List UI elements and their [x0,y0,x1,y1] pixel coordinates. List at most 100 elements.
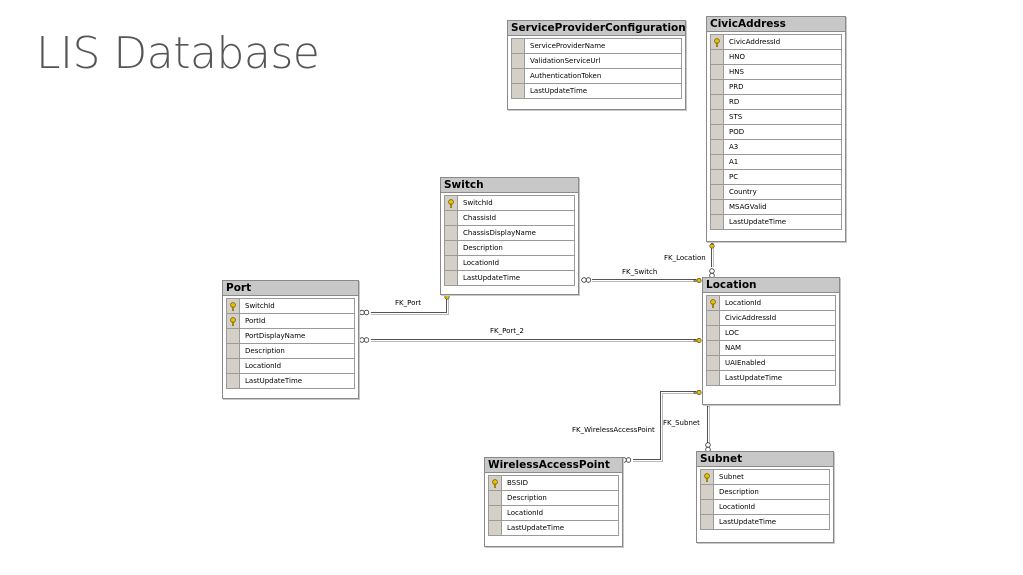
fk-port-infinity-icon [359,309,370,316]
column-row[interactable]: LocationId [707,296,835,311]
row-selector [711,155,724,169]
primary-key-icon [230,316,236,326]
column-row[interactable]: LocationId [489,506,618,521]
column-row[interactable]: NAM [707,341,835,356]
column-name: NAM [725,344,742,352]
column-row[interactable]: MSAGValid [711,200,841,215]
fk-port-line [371,295,447,313]
fk-switch-key-end-icon [693,277,702,283]
column-row[interactable]: LastUpdateTime [711,215,841,230]
column-row[interactable]: HNO [711,50,841,65]
row-selector [711,35,724,49]
fk-switch-label: FK_Switch [622,268,657,276]
table-port[interactable]: Port SwitchId PortId PortDisplayName Des… [222,280,359,399]
table-switch[interactable]: Switch SwitchId ChassisId ChassisDisplay… [440,177,579,295]
table-wirelessaccesspoint[interactable]: WirelessAccessPoint BSSID Description Lo… [484,457,623,547]
column-name: LOC [725,329,740,337]
column-row[interactable]: ValidationServiceUrl [512,54,681,69]
column-row[interactable]: Description [489,491,618,506]
column-row[interactable]: HNS [711,65,841,80]
column-row[interactable]: Country [711,185,841,200]
row-selector [227,329,240,343]
table-location[interactable]: Location LocationId CivicAddressId LOC N… [702,277,840,405]
column-row[interactable]: UAIEnabled [707,356,835,371]
column-grid: SwitchId ChassisId ChassisDisplayName De… [444,195,575,286]
column-grid: CivicAddressId HNO HNS PRD RD STS POD A3… [710,34,842,230]
column-row[interactable]: SwitchId [445,196,574,211]
fk-wap-infinity-icon [621,457,632,463]
row-selector [701,515,714,529]
table-title: CivicAddress [707,17,845,32]
column-name: LastUpdateTime [245,377,303,385]
row-selector [512,54,525,68]
row-selector [227,359,240,373]
table-subnet[interactable]: Subnet Subnet Description LocationId Las… [696,451,834,543]
column-row[interactable]: LastUpdateTime [489,521,618,536]
column-row[interactable]: Description [701,485,829,500]
row-selector [711,110,724,124]
column-row[interactable]: A3 [711,140,841,155]
column-row[interactable]: POD [711,125,841,140]
table-title: ServiceProviderConfiguration [508,21,685,36]
column-row[interactable]: PortId [227,314,354,329]
column-name: ChassisDisplayName [463,229,536,237]
column-name: HNS [729,68,744,76]
column-row[interactable]: LastUpdateTime [227,374,354,389]
column-row[interactable]: BSSID [489,476,618,491]
column-row[interactable]: Description [227,344,354,359]
column-name: LocationId [725,299,762,307]
column-row[interactable]: LocationId [227,359,354,374]
fk-wap-key-end-icon [693,389,702,395]
row-selector [701,500,714,514]
column-name: Description [245,347,285,355]
column-row[interactable]: SwitchId [227,299,354,314]
row-selector [445,226,458,240]
column-name: A1 [729,158,739,166]
column-row[interactable]: LastUpdateTime [445,271,574,286]
column-grid: SwitchId PortId PortDisplayName Descript… [226,298,355,389]
column-row[interactable]: Description [445,241,574,256]
row-selector [711,65,724,79]
row-selector [512,84,525,98]
column-row[interactable]: A1 [711,155,841,170]
column-name: LastUpdateTime [725,374,783,382]
column-row[interactable]: ServiceProviderName [512,39,681,54]
column-row[interactable]: LOC [707,326,835,341]
column-row[interactable]: ChassisDisplayName [445,226,574,241]
column-name: LastUpdateTime [729,218,787,226]
row-selector [707,296,720,310]
column-row[interactable]: Subnet [701,470,829,485]
column-name: SwitchId [245,302,275,310]
row-selector [711,125,724,139]
column-row[interactable]: PortDisplayName [227,329,354,344]
row-selector [445,256,458,270]
column-row[interactable]: LastUpdateTime [701,515,829,530]
column-row[interactable]: LastUpdateTime [707,371,835,386]
column-row[interactable]: ChassisId [445,211,574,226]
fk-location-key-end-icon [709,240,715,249]
column-row[interactable]: CivicAddressId [707,311,835,326]
column-row[interactable]: PRD [711,80,841,95]
column-name: UAIEnabled [725,359,766,367]
column-row[interactable]: LastUpdateTime [512,84,681,99]
column-name: ChassisId [463,214,497,222]
column-row[interactable]: LocationId [701,500,829,515]
row-selector [445,271,458,285]
column-row[interactable]: LocationId [445,256,574,271]
row-selector [489,506,502,520]
table-civicaddress[interactable]: CivicAddress CivicAddressId HNO HNS PRD … [706,16,846,242]
column-row[interactable]: STS [711,110,841,125]
column-name: LastUpdateTime [507,524,565,532]
column-row[interactable]: PC [711,170,841,185]
column-name: CivicAddressId [729,38,781,46]
column-row[interactable]: AuthenticationToken [512,69,681,84]
column-row[interactable]: RD [711,95,841,110]
row-selector [512,39,525,53]
primary-key-icon [704,472,710,482]
column-name: LocationId [463,259,500,267]
row-selector [707,341,720,355]
column-row[interactable]: CivicAddressId [711,35,841,50]
primary-key-icon [492,478,498,488]
table-serviceproviderconfiguration[interactable]: ServiceProviderConfiguration ServiceProv… [507,20,686,110]
